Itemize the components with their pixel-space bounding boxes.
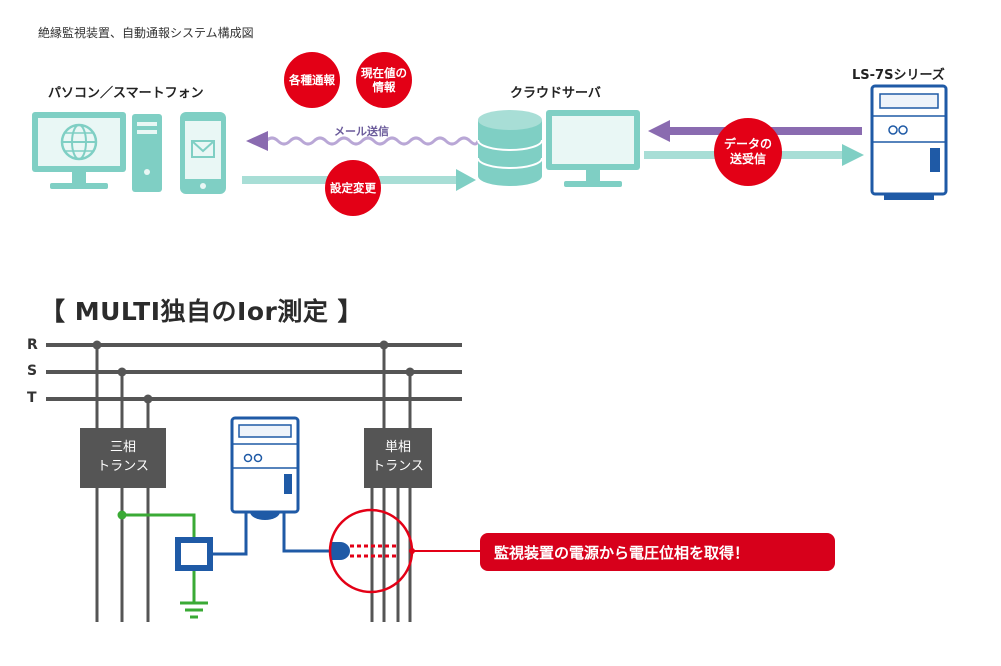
diagram-caption: 絶縁監視装置、自動通報システム構成図 — [38, 26, 254, 40]
server-monitor-icon — [546, 110, 640, 187]
zct-sensor-icon — [175, 537, 213, 571]
single-phase-transformer: 単相 トランス — [364, 428, 432, 488]
bubble-setting-change: 設定変更 — [325, 160, 381, 216]
mail-arrow — [246, 131, 480, 151]
ls7s-device-icon — [870, 84, 948, 200]
bubble-current-value: 現在値の情報 — [356, 52, 412, 108]
three-phase-transformer: 三相 トランス — [80, 428, 166, 488]
mail-label: メール送信 — [334, 125, 389, 138]
phase-label-t: T — [27, 390, 37, 406]
device-wires — [210, 512, 330, 556]
power-plug-icon — [330, 542, 396, 560]
phase-label-s: S — [27, 363, 38, 379]
phase-lines — [46, 343, 462, 401]
bubble-data-transfer: データの送受信 — [714, 118, 782, 186]
phase-label-r: R — [27, 337, 38, 353]
callout-box: 監視装置の電源から電圧位相を取得！ — [480, 533, 835, 571]
ground-symbol-icon — [180, 601, 208, 619]
pc-label: パソコン／スマートフォン — [48, 86, 204, 101]
three-phase-wires — [95, 345, 150, 622]
ground-wire — [117, 510, 196, 602]
monitoring-device-icon — [230, 416, 300, 520]
database-icon — [477, 110, 543, 186]
device-label: LS-7Sシリーズ — [852, 68, 945, 83]
bubble-notify: 各種通報 — [284, 52, 340, 108]
cloud-label: クラウドサーバ — [510, 86, 601, 101]
section-heading: 【 MULTI独自のIor測定 】 — [40, 297, 364, 326]
smartphone-icon — [180, 112, 226, 194]
callout-connector — [409, 548, 480, 554]
pc-tower-icon — [132, 114, 162, 192]
pc-monitor-icon — [32, 112, 126, 189]
